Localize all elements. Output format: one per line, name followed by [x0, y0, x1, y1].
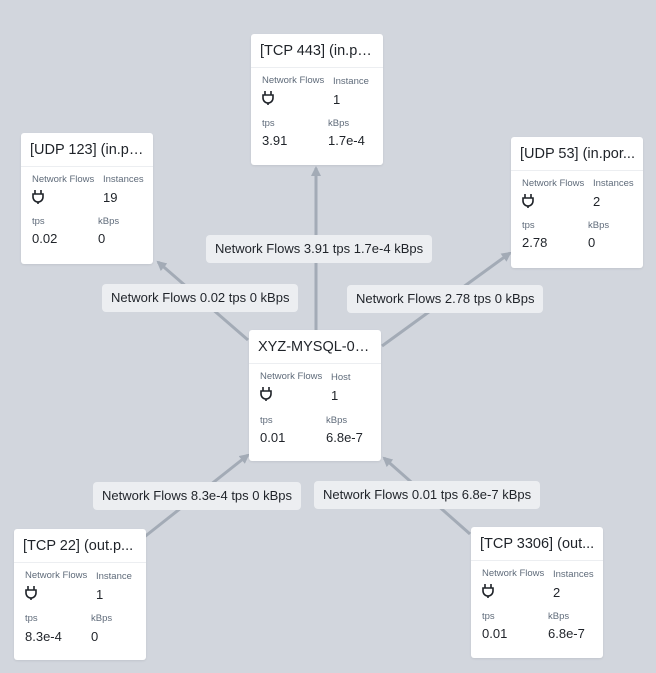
group-label: Network Flows: [262, 75, 325, 86]
node-title: [TCP 3306] (out...: [471, 527, 603, 561]
kbps-label: kBps: [548, 611, 570, 622]
type-label: Instances: [553, 569, 594, 580]
edge-label-udp123: Network Flows 0.02 tps 0 kBps: [102, 284, 299, 312]
kbps-value: 1.7e-4: [328, 133, 365, 148]
type-label: Instances: [103, 174, 144, 185]
plug-icon: [262, 91, 274, 105]
kbps-value: 6.8e-7: [326, 430, 363, 445]
type-label: Instance: [96, 571, 132, 582]
tps-value: 0.02: [32, 231, 58, 246]
tps-label: tps: [25, 613, 38, 624]
tps-value: 2.78: [522, 235, 548, 250]
group-label: Network Flows: [25, 570, 88, 581]
tps-value: 3.91: [262, 133, 288, 148]
type-label: Instance: [333, 76, 369, 87]
node-tcp443[interactable]: [TCP 443] (in.po... Network Flows Instan…: [251, 34, 383, 165]
node-metrics: Network Flows Instance 1 tps kBps 3.91 1…: [251, 68, 383, 161]
kbps-value: 0: [588, 235, 596, 250]
type-label: Instances: [593, 178, 634, 189]
node-title: [TCP 22] (out.p...: [14, 529, 146, 563]
plug-icon: [522, 194, 534, 208]
node-metrics: Network Flows Instances 2 tps kBps 2.78 …: [511, 171, 643, 264]
node-title: [UDP 123] (in.po...: [21, 133, 153, 167]
plug-icon: [25, 586, 37, 600]
tps-label: tps: [32, 216, 45, 227]
node-udp53[interactable]: [UDP 53] (in.por... Network Flows Instan…: [511, 137, 643, 268]
kbps-label: kBps: [98, 216, 120, 227]
tps-label: tps: [262, 118, 275, 129]
group-label: Network Flows: [260, 371, 323, 382]
node-title: [UDP 53] (in.por...: [511, 137, 643, 171]
kbps-value: 6.8e-7: [548, 626, 585, 641]
kbps-label: kBps: [91, 613, 113, 624]
kbps-label: kBps: [328, 118, 350, 129]
node-tcp22[interactable]: [TCP 22] (out.p... Network Flows Instanc…: [14, 529, 146, 660]
kbps-value: 0: [91, 629, 99, 644]
kbps-label: kBps: [326, 415, 348, 426]
node-title: XYZ-MYSQL-0-1...: [249, 330, 381, 364]
instance-count: 19: [103, 190, 118, 205]
edge-label-udp53: Network Flows 2.78 tps 0 kBps: [347, 285, 544, 313]
plug-icon: [32, 190, 44, 204]
tps-value: 0.01: [482, 626, 508, 641]
node-metrics: Network Flows Instance 1 tps kBps 8.3e-4…: [14, 563, 146, 656]
type-label: Host: [331, 372, 351, 383]
plug-icon: [482, 584, 494, 598]
kbps-label: kBps: [588, 220, 610, 231]
edge-label-tcp22: Network Flows 8.3e-4 tps 0 kBps: [93, 482, 302, 510]
node-metrics: Network Flows Instances 2 tps kBps 0.01 …: [471, 561, 603, 654]
tps-label: tps: [482, 611, 495, 622]
node-metrics: Network Flows Instances 19 tps kBps 0.02…: [21, 167, 153, 260]
node-center-host[interactable]: XYZ-MYSQL-0-1... Network Flows Host 1 tp…: [249, 330, 381, 461]
tps-value: 0.01: [260, 430, 286, 445]
node-tcp3306[interactable]: [TCP 3306] (out... Network Flows Instanc…: [471, 527, 603, 658]
instance-count: 2: [593, 194, 601, 209]
tps-label: tps: [522, 220, 535, 231]
instance-count: 1: [96, 587, 104, 602]
edge-label-tcp3306: Network Flows 0.01 tps 6.8e-7 kBps: [314, 481, 541, 509]
node-title: [TCP 443] (in.po...: [251, 34, 383, 68]
instance-count: 1: [333, 92, 341, 107]
instance-count: 2: [553, 585, 561, 600]
tps-label: tps: [260, 415, 273, 426]
node-udp123[interactable]: [UDP 123] (in.po... Network Flows Instan…: [21, 133, 153, 264]
group-label: Network Flows: [32, 174, 95, 185]
edge-label-tcp443: Network Flows 3.91 tps 1.7e-4 kBps: [206, 235, 433, 263]
kbps-value: 0: [98, 231, 106, 246]
group-label: Network Flows: [522, 178, 585, 189]
plug-icon: [260, 387, 272, 401]
group-label: Network Flows: [482, 568, 545, 579]
instance-count: 1: [331, 388, 339, 403]
tps-value: 8.3e-4: [25, 629, 62, 644]
node-metrics: Network Flows Host 1 tps kBps 0.01 6.8e-…: [249, 364, 381, 457]
